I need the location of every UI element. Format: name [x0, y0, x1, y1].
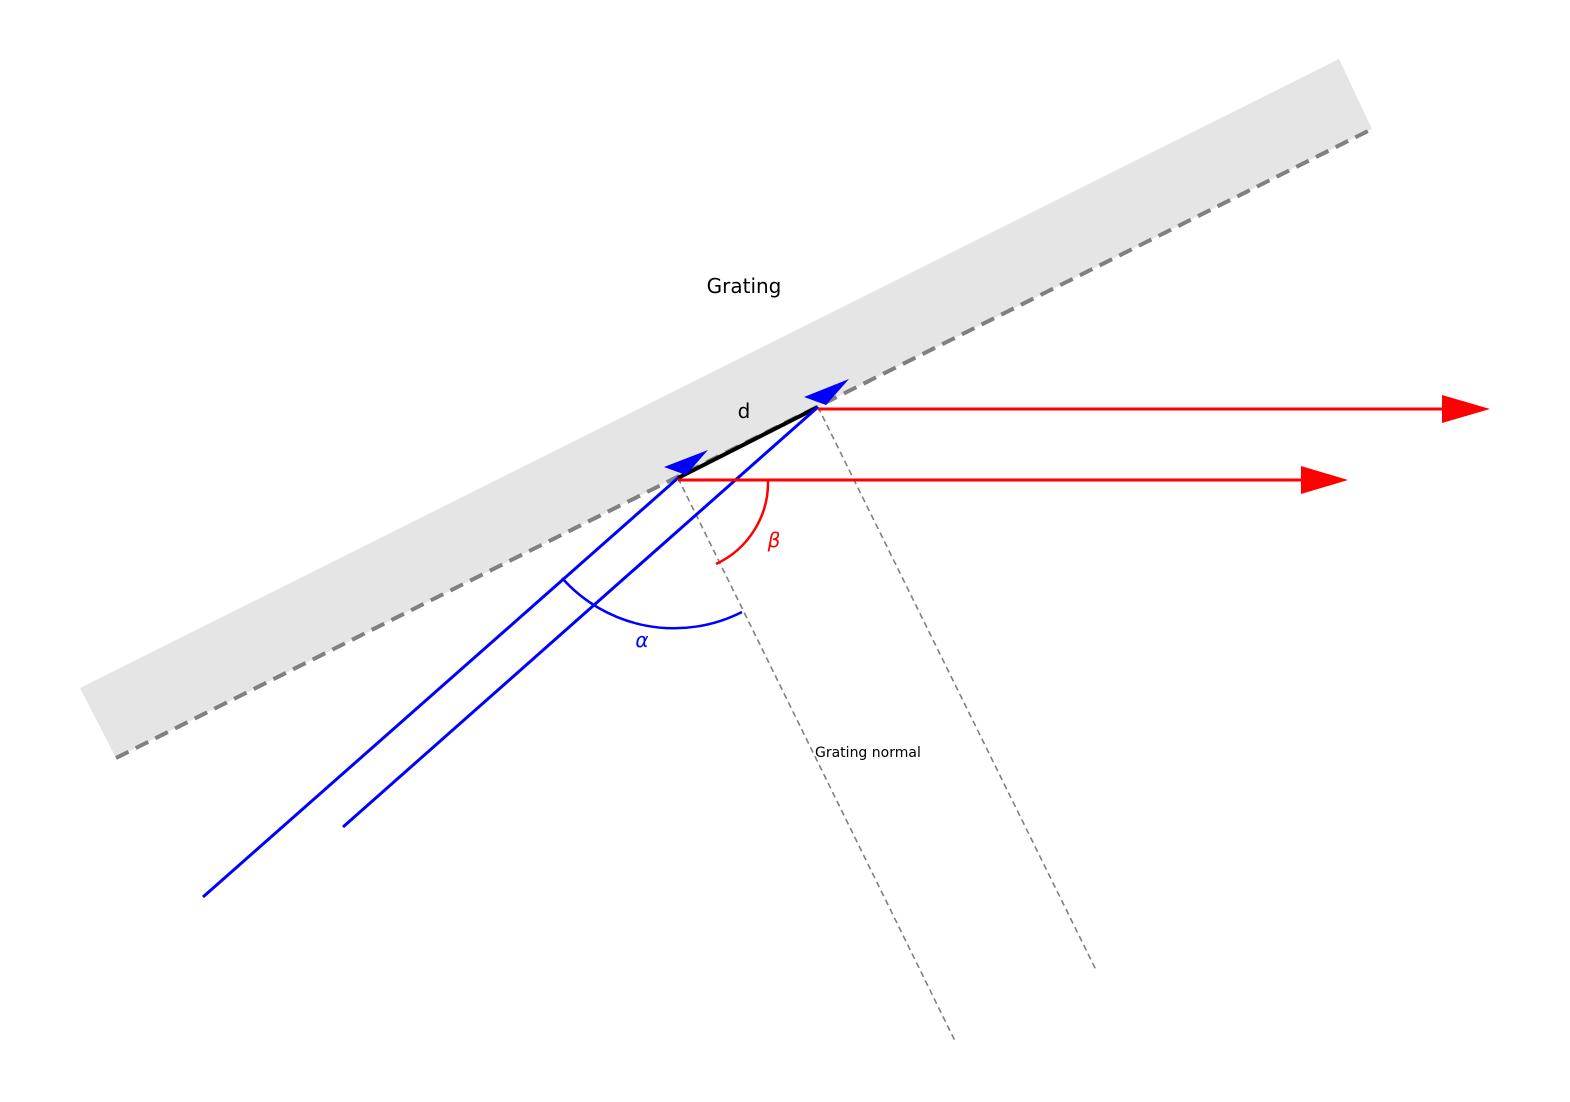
incident-ray-left: [202, 476, 679, 899]
grating-body: [80, 59, 1372, 758]
beta-angle-arc: [715, 479, 770, 566]
grating-normal-line-right: [817, 406, 1097, 971]
grating-normal-line-left: [677, 477, 956, 1042]
diffracted-arrowhead-lower: [1301, 466, 1348, 494]
alpha-label: α: [635, 628, 648, 652]
incident-arrowhead-right: [804, 379, 849, 405]
grating-surface-line: [115, 127, 1373, 760]
groove-spacing-segment: [677, 405, 819, 480]
beta-label: β: [767, 528, 781, 552]
alpha-angle-arc: [561, 577, 743, 630]
incident-ray-right: [342, 405, 819, 829]
grating-label: Grating: [707, 274, 782, 298]
diffracted-arrowhead-upper: [1442, 395, 1490, 423]
grating-normal-label: Grating normal: [815, 745, 921, 761]
incident-arrowhead-left: [664, 450, 708, 475]
spacing-label: d: [738, 399, 751, 423]
